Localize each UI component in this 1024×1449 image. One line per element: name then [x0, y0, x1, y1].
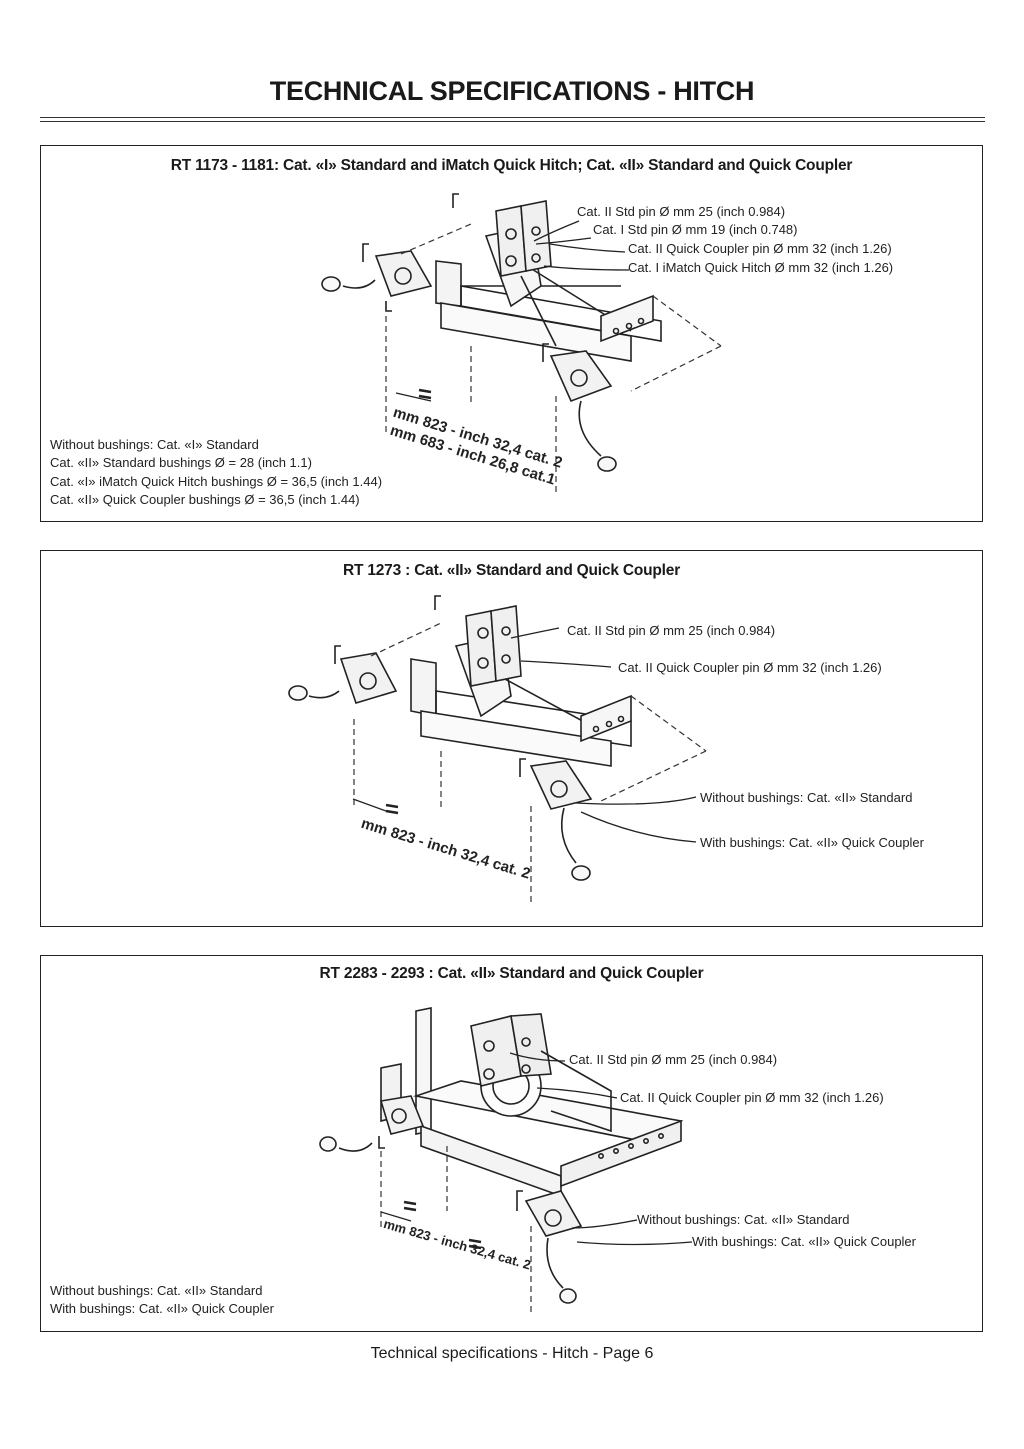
title-rule-top: [40, 117, 985, 118]
hitch-panel-rt1273: RT 1273 : Cat. «II» Standard and Quick C…: [40, 550, 983, 927]
callout-cat2-std-pin: Cat. II Std pin Ø mm 25 (inch 0.984): [569, 1052, 778, 1067]
panel-title: RT 1273 : Cat. «II» Standard and Quick C…: [342, 562, 681, 579]
callout-cat2-quick-coupler-pin: Cat. II Quick Coupler pin Ø mm 32 (inch …: [618, 660, 882, 675]
bushing-note: With bushings: Cat. «II» Quick Coupler: [50, 1301, 274, 1317]
callout-cat1-imatch-pin: Cat. I iMatch Quick Hitch Ø mm 32 (inch …: [628, 260, 894, 275]
callout-cat2-quick-coupler-pin: Cat. II Quick Coupler pin Ø mm 32 (inch …: [628, 241, 892, 256]
hitch-drawing: [288, 595, 707, 906]
callout-without-bushings: Without bushings: Cat. «II» Standard: [700, 790, 913, 805]
hitch-panel-rt1173-1181: RT 1173 - 1181: Cat. «I» Standard and iM…: [40, 145, 983, 522]
bushing-note: Cat. «II» Standard bushings Ø = 28 (inch…: [50, 455, 312, 471]
callout-cat2-std-pin: Cat. II Std pin Ø mm 25 (inch 0.984): [567, 623, 776, 638]
callout-with-bushings: With bushings: Cat. «II» Quick Coupler: [692, 1234, 916, 1249]
bushing-note: Cat. «II» Quick Coupler bushings Ø = 36,…: [50, 491, 360, 507]
panel-title: RT 1173 - 1181: Cat. «I» Standard and iM…: [170, 157, 853, 174]
callout-cat1-std-pin: Cat. I Std pin Ø mm 19 (inch 0.748): [593, 222, 798, 237]
bushing-notes: Without bushings: Cat. «II» Standard Wit…: [50, 1282, 274, 1319]
page-title: TECHNICAL SPECIFICATIONS - HITCH: [269, 76, 755, 106]
bushing-note: Without bushings: Cat. «I» Standard: [50, 437, 259, 452]
bushing-note: Without bushings: Cat. «II» Standard: [50, 1283, 263, 1298]
bushing-notes: Without bushings: Cat. «I» Standard Cat.…: [50, 436, 382, 509]
callout-cat2-std-pin: Cat. II Std pin Ø mm 25 (inch 0.984): [577, 204, 786, 219]
bushing-note: Cat. «I» iMatch Quick Hitch bushings Ø =…: [50, 473, 383, 489]
callout-without-bushings: Without bushings: Cat. «II» Standard: [637, 1212, 850, 1227]
panel-title: RT 2283 - 2293 : Cat. «II» Standard and …: [319, 965, 704, 982]
hitch-drawing: [319, 1007, 693, 1316]
page-footer: Technical specifications - Hitch - Page …: [370, 1345, 654, 1362]
title-rule-bottom: [40, 121, 985, 122]
hitch-drawing: [321, 193, 722, 496]
callout-cat2-quick-coupler-pin: Cat. II Quick Coupler pin Ø mm 32 (inch …: [620, 1090, 884, 1105]
hitch-panel-rt2283-2293: RT 2283 - 2293 : Cat. «II» Standard and …: [40, 955, 983, 1332]
callout-with-bushings: With bushings: Cat. «II» Quick Coupler: [700, 835, 924, 850]
